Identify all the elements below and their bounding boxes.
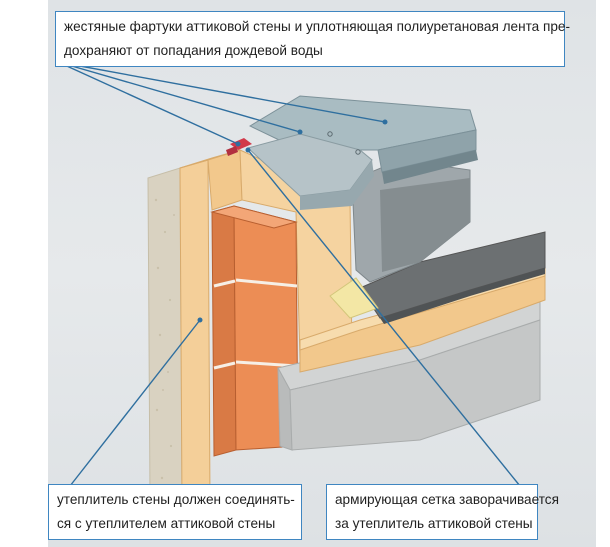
fastener <box>327 131 333 137</box>
callout-flashing-and-tape: жестяные фартуки аттиковой стены и уплот… <box>55 11 570 67</box>
leader-bottom-right <box>247 149 521 487</box>
sealing-tape-2 <box>226 146 238 156</box>
fastener <box>355 149 361 155</box>
mortar-joints <box>213 278 298 370</box>
brick-top <box>210 205 298 229</box>
callout-bottom-left-line-1: утеплитель стены должен соединять- <box>57 492 295 507</box>
coping-drip <box>382 150 478 184</box>
leader-lines <box>57 61 521 487</box>
leader-top-to-flashing <box>57 61 301 133</box>
callout-bottom-left-line-2: ся с утеплителем аттиковой стены <box>57 516 276 531</box>
roof-membrane-lip <box>380 268 545 324</box>
callout-wall-insulation: утеплитель стены должен соединять- ся с … <box>48 484 302 540</box>
plaster-layer <box>147 167 183 501</box>
brick-side <box>211 205 237 457</box>
wall-insulation-front <box>179 159 211 501</box>
callout-bottom-right-line-2: за утеплитель аттиковой стены <box>335 516 533 531</box>
leader-top-to-tape <box>57 61 239 145</box>
slab-face <box>289 319 541 451</box>
parapet-membrane-shadow <box>380 178 470 272</box>
fillet-wedge <box>329 277 379 319</box>
parapet-insulation-front <box>207 149 243 211</box>
leader-dots <box>197 119 388 323</box>
callout-top-line-2: дохраняют от попадания дождевой воды <box>64 43 323 58</box>
leader-bottom-left <box>69 319 201 487</box>
callout-top-line-1: жестяные фартуки аттиковой стены и уплот… <box>64 19 570 34</box>
lower-flashing-front <box>300 160 374 210</box>
leader-top-to-coping <box>57 61 386 123</box>
callout-reinforcing-mesh: армирующая сетка заворачивается за утепл… <box>326 484 559 540</box>
plaster-texture <box>154 198 175 480</box>
callout-bottom-right-line-1: армирующая сетка заворачивается <box>335 492 559 507</box>
